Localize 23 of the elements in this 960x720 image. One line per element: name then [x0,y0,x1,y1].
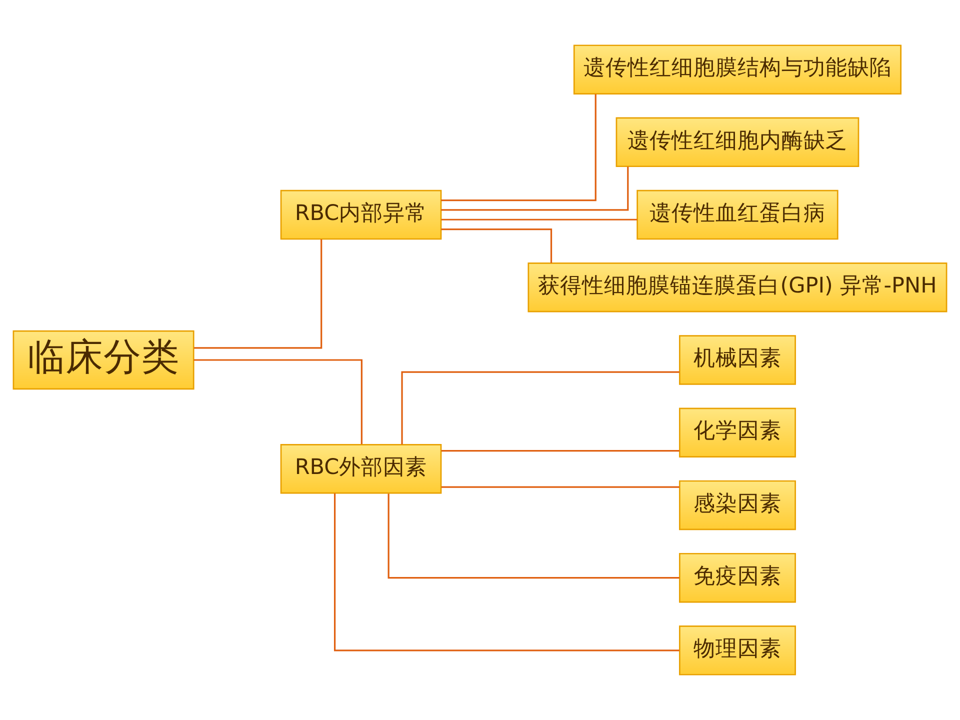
node-box: 遗传性红细胞内酶缺乏 [616,117,860,168]
node-box: 遗传性红细胞膜结构与功能缺陷 [573,44,902,94]
node-box: 物理因素 [679,626,796,676]
connector [194,239,322,349]
connector [194,359,362,444]
connector [441,166,629,211]
node-box: 获得性细胞膜锚连膜蛋白(GPI) 异常-PNH [528,262,948,312]
connector [441,486,680,488]
connector [401,371,680,444]
node-box: 机械因素 [679,335,796,385]
node-box: 遗传性血红蛋白病 [636,190,838,240]
connector [441,94,596,202]
node-box: 免疫因素 [679,552,796,603]
connector [441,218,638,220]
node-box: RBC外部因素 [280,444,442,494]
node-box: 化学因素 [679,408,796,458]
connector [388,494,680,579]
node-box: RBC内部异常 [280,190,442,240]
connector [334,493,680,652]
connector [441,450,680,452]
node-box: 临床分类 [12,330,194,390]
node-box: 感染因素 [679,480,796,530]
connector [441,228,552,264]
